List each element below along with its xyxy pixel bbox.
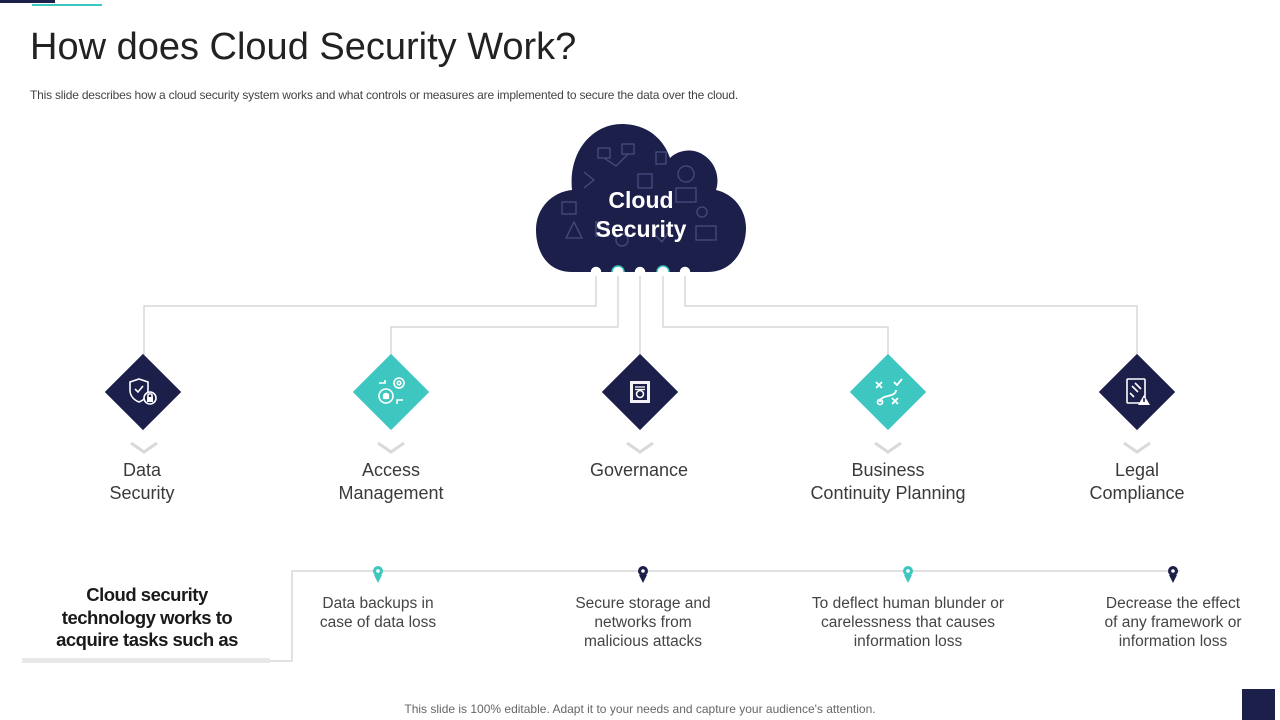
task-timeline-line [270, 570, 1180, 662]
task-description-1: Data backups in case of data loss [319, 595, 437, 631]
accent-bar-teal [32, 4, 102, 6]
strategy-path-icon [868, 372, 908, 412]
task-description-2: Secure storage and networks from malicio… [575, 595, 711, 650]
cloud-label-line1: Cloud [608, 187, 674, 213]
corner-accent-square [1242, 689, 1275, 720]
category-label-business-continuity: Business Continuity Planning [810, 460, 966, 503]
task-description-3: To deflect human blunder or carelessness… [811, 595, 1005, 650]
cloud-shape [536, 124, 746, 272]
map-pin-icon [1168, 566, 1178, 583]
chevron-down-icon [626, 441, 654, 454]
cloud-label: Cloud Security [536, 186, 746, 244]
summary-underline [22, 658, 270, 663]
connector-business-continuity [662, 276, 889, 356]
chevron-down-icon [874, 441, 902, 454]
connector-access-management [390, 276, 619, 356]
connector-data-security [143, 276, 597, 356]
legal-document-icon [1117, 372, 1157, 412]
accent-bar [0, 0, 55, 3]
chevron-down-icon [1123, 441, 1151, 454]
gears-lock-icon [371, 372, 411, 412]
category-label-access-management: Access Management [338, 460, 444, 503]
page-subtitle: This slide describes how a cloud securit… [30, 88, 739, 102]
page-title: How does Cloud Security Work? [30, 26, 577, 68]
map-pin-icon [638, 566, 648, 583]
category-label-legal-compliance: Legal Compliance [1089, 460, 1185, 503]
category-label-data-security: Data Security [109, 460, 175, 503]
footer-note: This slide is 100% editable. Adapt it to… [404, 702, 876, 716]
chevron-down-icon [377, 441, 405, 454]
category-label-governance: Governance [589, 460, 689, 480]
map-pin-icon [373, 566, 383, 583]
task-description-4: Decrease the effect of any framework or … [1104, 595, 1242, 650]
summary-heading: Cloud security technology works to acqui… [56, 584, 238, 650]
connector-legal-compliance [684, 276, 1138, 356]
shield-lock-icon [123, 372, 163, 412]
map-pin-icon [903, 566, 913, 583]
document-gear-icon [620, 372, 660, 412]
cloud-label-line2: Security [595, 216, 687, 242]
chevron-down-icon [130, 441, 158, 454]
